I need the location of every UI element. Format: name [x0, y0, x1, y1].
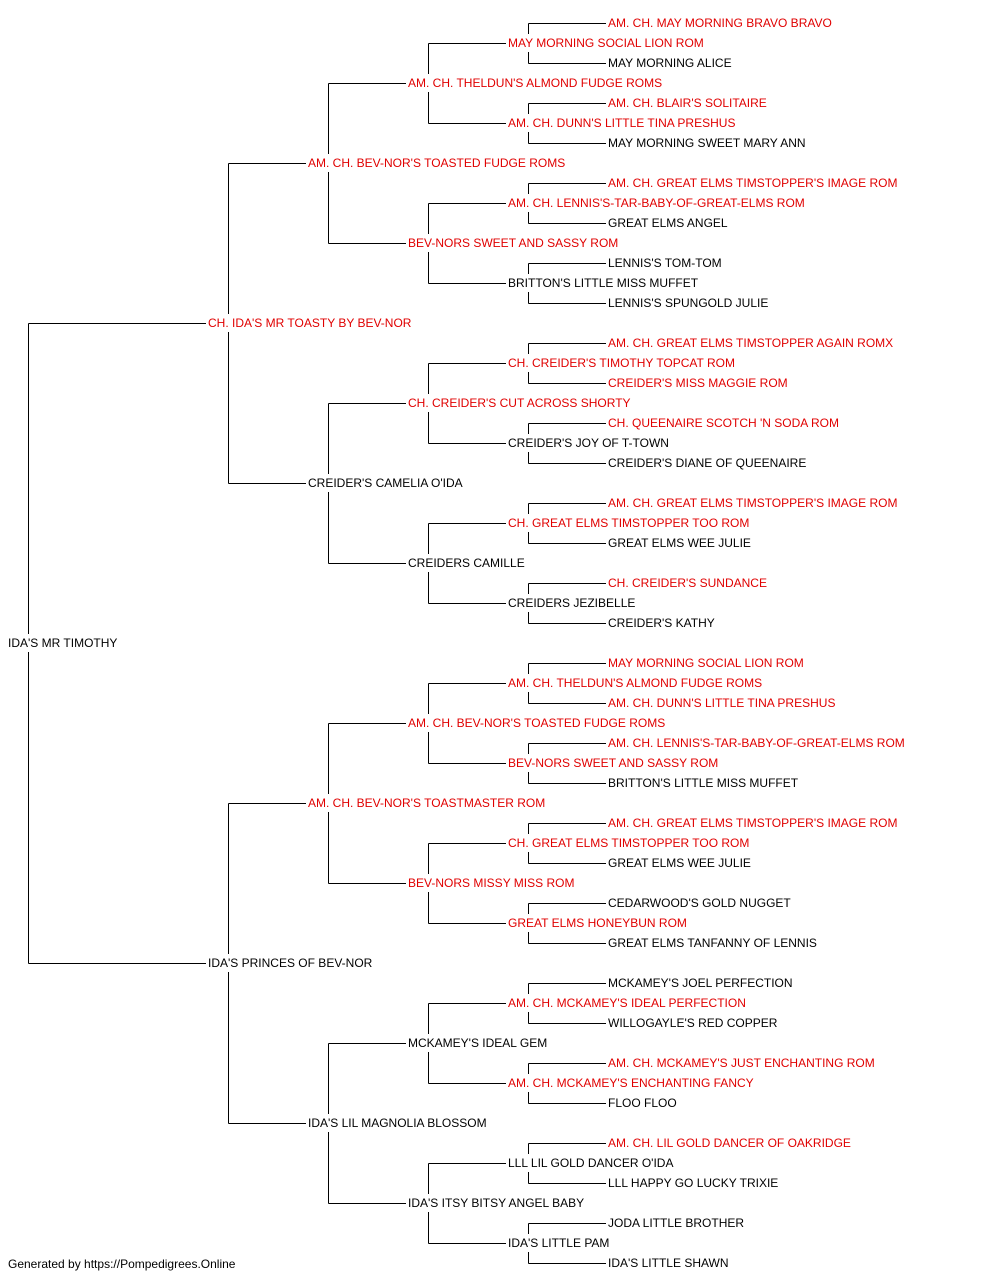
ancestor-name: CH. IDA'S MR TOASTY BY BEV-NOR [208, 316, 412, 330]
ancestor-name: MAY MORNING SOCIAL LION ROM [608, 656, 804, 670]
ancestor-name: CH. GREAT ELMS TIMSTOPPER TOO ROM [508, 836, 750, 850]
ancestor-name: CH. CREIDER'S CUT ACROSS SHORTY [408, 396, 631, 410]
ancestor-name: AM. CH. GREAT ELMS TIMSTOPPER'S IMAGE RO… [608, 816, 898, 830]
ancestor-name: AM. CH. DUNN'S LITTLE TINA PRESHUS [508, 116, 736, 130]
ancestor-name: CH. GREAT ELMS TIMSTOPPER TOO ROM [508, 516, 750, 530]
ancestor-name: AM. CH. DUNN'S LITTLE TINA PRESHUS [608, 696, 836, 710]
ancestor-name: FLOO FLOO [608, 1096, 677, 1110]
ancestor-name: IDA'S LITTLE PAM [508, 1236, 610, 1250]
subject-name: IDA'S MR TIMOTHY [8, 636, 118, 650]
ancestor-name: CREIDERS JEZIBELLE [508, 596, 636, 610]
ancestor-name: WILLOGAYLE'S RED COPPER [608, 1016, 778, 1030]
ancestor-name: AM. CH. BEV-NOR'S TOASTMASTER ROM [308, 796, 546, 810]
ancestor-name: AM. CH. THELDUN'S ALMOND FUDGE ROMS [408, 76, 663, 90]
ancestor-name: CH. CREIDER'S TIMOTHY TOPCAT ROM [508, 356, 735, 370]
ancestor-name: CREIDER'S DIANE OF QUEENAIRE [608, 456, 807, 470]
ancestor-name: IDA'S ITSY BITSY ANGEL BABY [408, 1196, 585, 1210]
ancestor-name: AM. CH. MCKAMEY'S IDEAL PERFECTION [508, 996, 746, 1010]
ancestor-name: BEV-NORS MISSY MISS ROM [408, 876, 575, 890]
ancestor-name: AM. CH. GREAT ELMS TIMSTOPPER AGAIN ROMX [608, 336, 894, 350]
ancestor-name: GREAT ELMS HONEYBUN ROM [508, 916, 687, 930]
ancestor-name: AM. CH. THELDUN'S ALMOND FUDGE ROMS [508, 676, 763, 690]
ancestor-name: AM. CH. BLAIR'S SOLITAIRE [608, 96, 767, 110]
ancestor-name: LENNIS'S SPUNGOLD JULIE [608, 296, 769, 310]
ancestor-name: CREIDER'S KATHY [608, 616, 715, 630]
ancestor-name: AM. CH. MAY MORNING BRAVO BRAVO [608, 16, 832, 30]
ancestor-name: BRITTON'S LITTLE MISS MUFFET [508, 276, 699, 290]
ancestor-name: GREAT ELMS WEE JULIE [608, 856, 751, 870]
ancestor-name: AM. CH. BEV-NOR'S TOASTED FUDGE ROMS [408, 716, 666, 730]
ancestor-name: LENNIS'S TOM-TOM [608, 256, 722, 270]
ancestor-name: BEV-NORS SWEET AND SASSY ROM [508, 756, 719, 770]
ancestor-name: LLL HAPPY GO LUCKY TRIXIE [608, 1176, 779, 1190]
ancestor-name: IDA'S PRINCES OF BEV-NOR [208, 956, 373, 970]
ancestor-name: CREIDERS CAMILLE [408, 556, 525, 570]
ancestor-name: AM. CH. GREAT ELMS TIMSTOPPER'S IMAGE RO… [608, 496, 898, 510]
ancestor-name: AM. CH. MCKAMEY'S ENCHANTING FANCY [508, 1076, 754, 1090]
ancestor-name: IDA'S LIL MAGNOLIA BLOSSOM [308, 1116, 487, 1130]
ancestor-name: MCKAMEY'S JOEL PERFECTION [608, 976, 793, 990]
ancestor-name: AM. CH. LENNIS'S-TAR-BABY-OF-GREAT-ELMS … [608, 736, 905, 750]
ancestor-name: CH. QUEENAIRE SCOTCH 'N SODA ROM [608, 416, 839, 430]
ancestor-name: AM. CH. BEV-NOR'S TOASTED FUDGE ROMS [308, 156, 566, 170]
ancestor-name: AM. CH. MCKAMEY'S JUST ENCHANTING ROM [608, 1056, 875, 1070]
ancestor-name: CREIDER'S JOY OF T-TOWN [508, 436, 669, 450]
ancestor-name: MAY MORNING ALICE [608, 56, 732, 70]
ancestor-name: CREIDER'S CAMELIA O'IDA [308, 476, 463, 490]
ancestor-name: CREIDER'S MISS MAGGIE ROM [608, 376, 788, 390]
ancestor-name: LLL LIL GOLD DANCER O'IDA [508, 1156, 674, 1170]
ancestor-name: AM. CH. LIL GOLD DANCER OF OAKRIDGE [608, 1136, 851, 1150]
ancestor-name: IDA'S LITTLE SHAWN [608, 1256, 729, 1270]
ancestor-name: BEV-NORS SWEET AND SASSY ROM [408, 236, 619, 250]
ancestor-name: GREAT ELMS TANFANNY OF LENNIS [608, 936, 817, 950]
ancestor-name: GREAT ELMS ANGEL [608, 216, 728, 230]
ancestor-name: GREAT ELMS WEE JULIE [608, 536, 751, 550]
ancestor-name: AM. CH. LENNIS'S-TAR-BABY-OF-GREAT-ELMS … [508, 196, 805, 210]
ancestor-name: AM. CH. GREAT ELMS TIMSTOPPER'S IMAGE RO… [608, 176, 898, 190]
ancestor-name: MAY MORNING SWEET MARY ANN [608, 136, 806, 150]
ancestor-name: BRITTON'S LITTLE MISS MUFFET [608, 776, 799, 790]
ancestor-name: CH. CREIDER'S SUNDANCE [608, 576, 767, 590]
ancestor-name: CEDARWOOD'S GOLD NUGGET [608, 896, 791, 910]
ancestor-name: JODA LITTLE BROTHER [608, 1216, 745, 1230]
ancestor-name: MAY MORNING SOCIAL LION ROM [508, 36, 704, 50]
ancestor-name: MCKAMEY'S IDEAL GEM [408, 1036, 548, 1050]
generated-by-footer: Generated by https://Pompedigrees.Online [8, 1257, 236, 1271]
